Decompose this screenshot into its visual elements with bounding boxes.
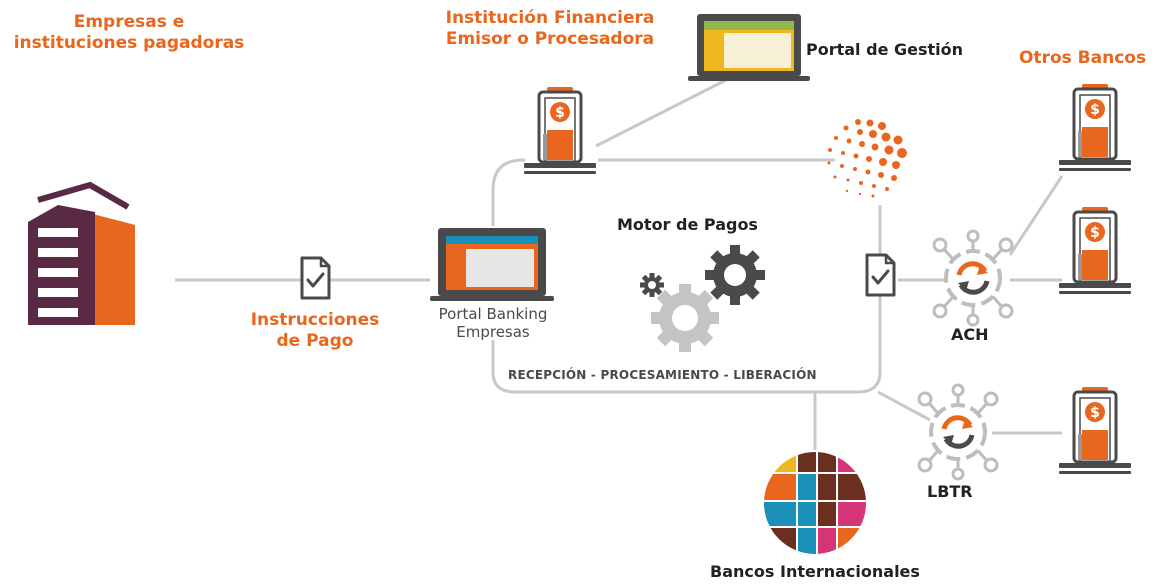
bank-terminal-icon: [1057, 205, 1133, 296]
exchange-hub-icon: [919, 385, 997, 479]
instrucciones-label: Instrucciones de Pago: [225, 310, 405, 351]
instrucciones-label-line2: de Pago: [276, 330, 354, 351]
institucion-label-line1: Institución Financiera: [445, 8, 655, 28]
portal-banking-label-line1: Portal Banking: [438, 305, 548, 323]
otros-bancos-label: Otros Bancos: [1019, 48, 1147, 68]
exchange-hub-icon: [934, 231, 1012, 325]
institucion-label-line2: Emisor o Procesadora: [445, 28, 655, 49]
globe-icon: [762, 450, 868, 556]
gears-icon: [640, 245, 765, 352]
bancos-internacionales-label: Bancos Internacionales: [710, 562, 920, 581]
ach-label: ACH: [951, 325, 989, 344]
lbtr-label: LBTR: [927, 482, 973, 501]
empresas-label: Empresas e instituciones pagadoras: [0, 12, 258, 53]
bank-terminal-icon: [1057, 385, 1133, 476]
motor-pagos-label: Motor de Pagos: [617, 215, 758, 234]
empresas-label-line2: instituciones pagadoras: [13, 32, 245, 53]
institucion-label: Institución Financiera Emisor o Procesad…: [420, 8, 680, 49]
connection-lines: [175, 76, 1064, 455]
empresas-label-line1: Empresas e: [73, 12, 185, 32]
portal-banking-label-line2: Empresas: [456, 323, 530, 342]
document-check-icon: [865, 253, 896, 297]
instrucciones-label-line1: Instrucciones: [250, 310, 380, 330]
bank-terminal-icon: [1057, 82, 1133, 173]
flujo-label: RECEPCIÓN - PROCESAMIENTO - LIBERACIÓN: [508, 368, 817, 382]
laptop-icon: [688, 14, 810, 81]
portal-gestion-label: Portal de Gestión: [806, 40, 964, 59]
portal-banking-label: Portal Banking Empresas: [412, 305, 574, 342]
laptop-icon: [430, 228, 554, 301]
bank-terminal-icon: [522, 85, 598, 176]
dot-sphere-icon: [827, 119, 907, 198]
building-icon: [28, 181, 135, 325]
document-check-icon: [300, 256, 331, 300]
